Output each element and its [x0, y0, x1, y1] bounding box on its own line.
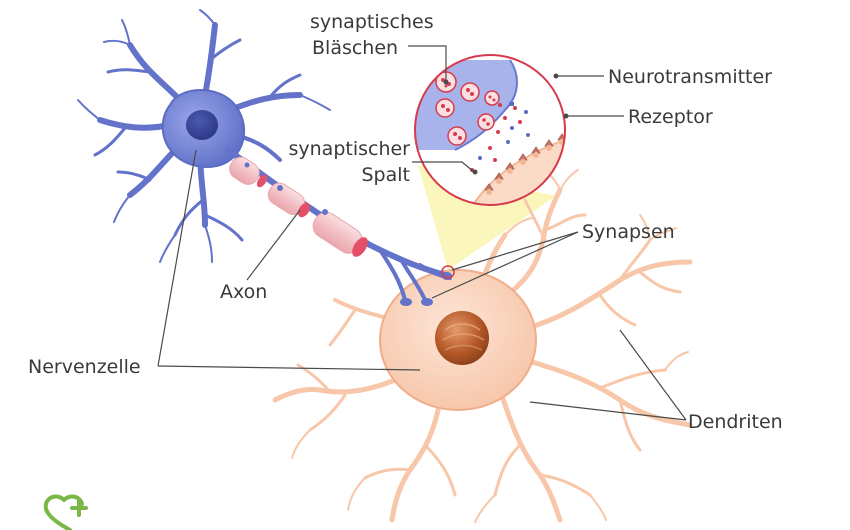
label-synaptic-vesicles-2: Bläschen — [312, 37, 398, 59]
label-receptor: Rezeptor — [628, 106, 713, 128]
axon — [225, 147, 455, 306]
label-synapses: Synapsen — [582, 221, 675, 243]
label-dendrites: Dendriten — [688, 411, 783, 433]
label-neurotransmitter: Neurotransmitter — [608, 66, 772, 88]
leader-lines — [157, 45, 687, 421]
peach-neuron-dendrites — [272, 167, 693, 523]
label-synaptic-cleft-2: Spalt — [362, 164, 411, 186]
blue-cell-nucleus — [186, 110, 218, 140]
synaptic-vesicles — [435, 71, 500, 146]
synapse-marker — [441, 265, 455, 279]
diagram-labels: synaptisches Bläschen Neurotransmitter R… — [28, 11, 783, 433]
heart-plus-logo-icon — [43, 494, 88, 530]
label-nerve-cell: Nervenzelle — [28, 356, 141, 378]
neurotransmitter-particles — [470, 102, 530, 172]
peach-cell-nucleus — [435, 311, 489, 365]
label-synaptic-cleft-1: synaptischer — [288, 138, 410, 160]
label-synaptic-vesicles-1: synaptisches — [310, 11, 434, 33]
synapse-zoom — [414, 54, 566, 206]
label-axon: Axon — [220, 281, 267, 303]
